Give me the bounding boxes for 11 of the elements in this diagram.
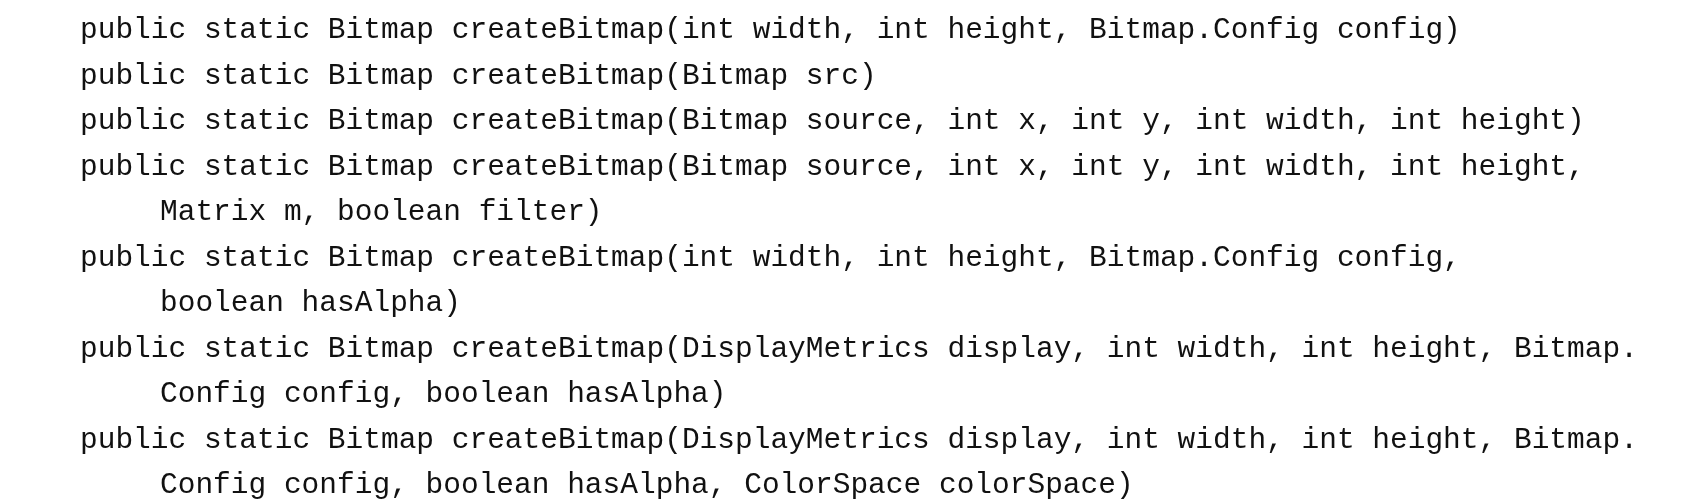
- code-line: public static Bitmap createBitmap(Bitmap source, int x, int y, int width, int height,: [80, 148, 1585, 186]
- code-line: Matrix m, boolean filter): [160, 194, 603, 231]
- code-line: public static Bitmap createBitmap(int width, int height, Bitmap.Config config,: [80, 239, 1461, 277]
- code-line: Config config, boolean hasAlpha): [160, 376, 727, 413]
- code-line: boolean hasAlpha): [160, 285, 461, 322]
- code-line: public static Bitmap createBitmap(DisplayMetrics display, int width, int height, Bitmap.: [80, 421, 1638, 459]
- code-line: public static Bitmap createBitmap(int width, int height, Bitmap.Config config): [80, 12, 1461, 49]
- code-line: public static Bitmap createBitmap(Bitmap source, int x, int y, int width, int height): [80, 103, 1585, 140]
- code-line: public static Bitmap createBitmap(Bitmap src): [80, 57, 877, 95]
- code-line: Config config, boolean hasAlpha, ColorSpace colorSpace): [160, 467, 1134, 504]
- code-line: public static Bitmap createBitmap(DisplayMetrics display, int width, int height, Bitmap.: [80, 330, 1638, 368]
